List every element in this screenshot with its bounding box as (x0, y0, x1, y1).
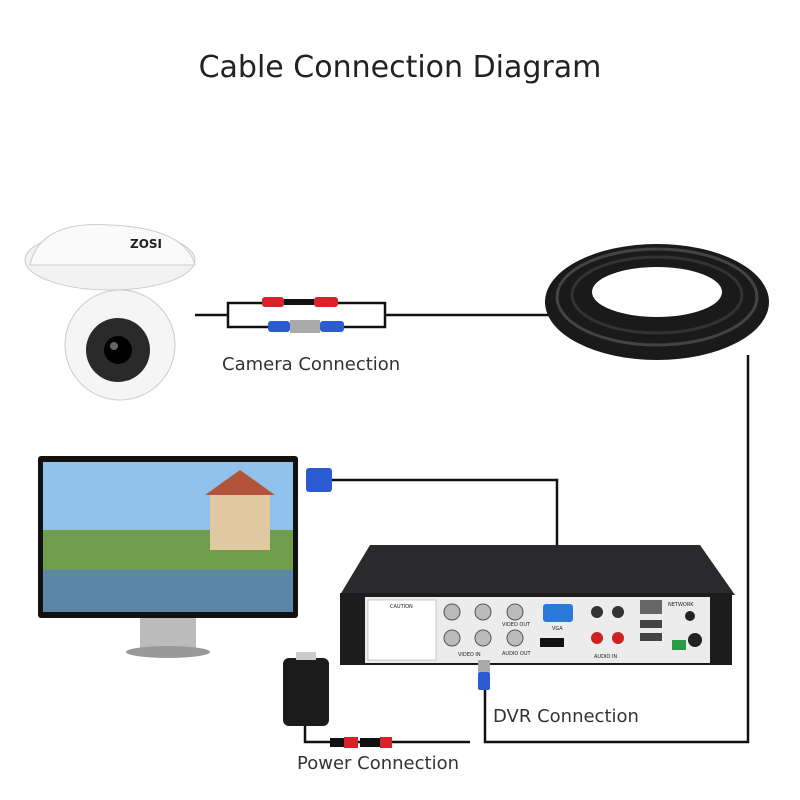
coil-to-dvr-cable (483, 355, 750, 744)
dvr-recorder: CAUTION VIDEO IN VIDEO OUT AUDIO OUT VGA… (340, 545, 735, 665)
power-cable (303, 725, 470, 744)
vga-label: VGA (552, 626, 563, 632)
audio-out-label: AUDIO OUT (502, 651, 532, 657)
vga-cable (330, 478, 559, 552)
audio-in-label: AUDIO IN (594, 654, 617, 660)
power-connection-label: Power Connection (297, 753, 459, 774)
video-in-label: VIDEO IN (458, 652, 481, 658)
power-adapter (283, 652, 329, 726)
blue-bnc-plug (268, 320, 344, 333)
camera-brand-logo: ZOSI (130, 237, 162, 251)
red-power-plug (262, 297, 338, 307)
cable-coil (545, 244, 769, 360)
network-label: NETWORK (668, 602, 694, 608)
caution-label: CAUTION (390, 604, 413, 610)
bnc-plug-dvr (478, 660, 490, 690)
vga-plug-monitor (306, 468, 332, 492)
diagram-title: Cable Connection Diagram (198, 50, 602, 85)
video-out-label: VIDEO OUT (502, 622, 531, 628)
power-plug-connector (330, 737, 392, 748)
monitor (38, 456, 298, 658)
dome-camera: ZOSI (24, 224, 196, 401)
dvr-connection-label: DVR Connection (493, 706, 639, 727)
camera-connection-label: Camera Connection (222, 354, 401, 375)
